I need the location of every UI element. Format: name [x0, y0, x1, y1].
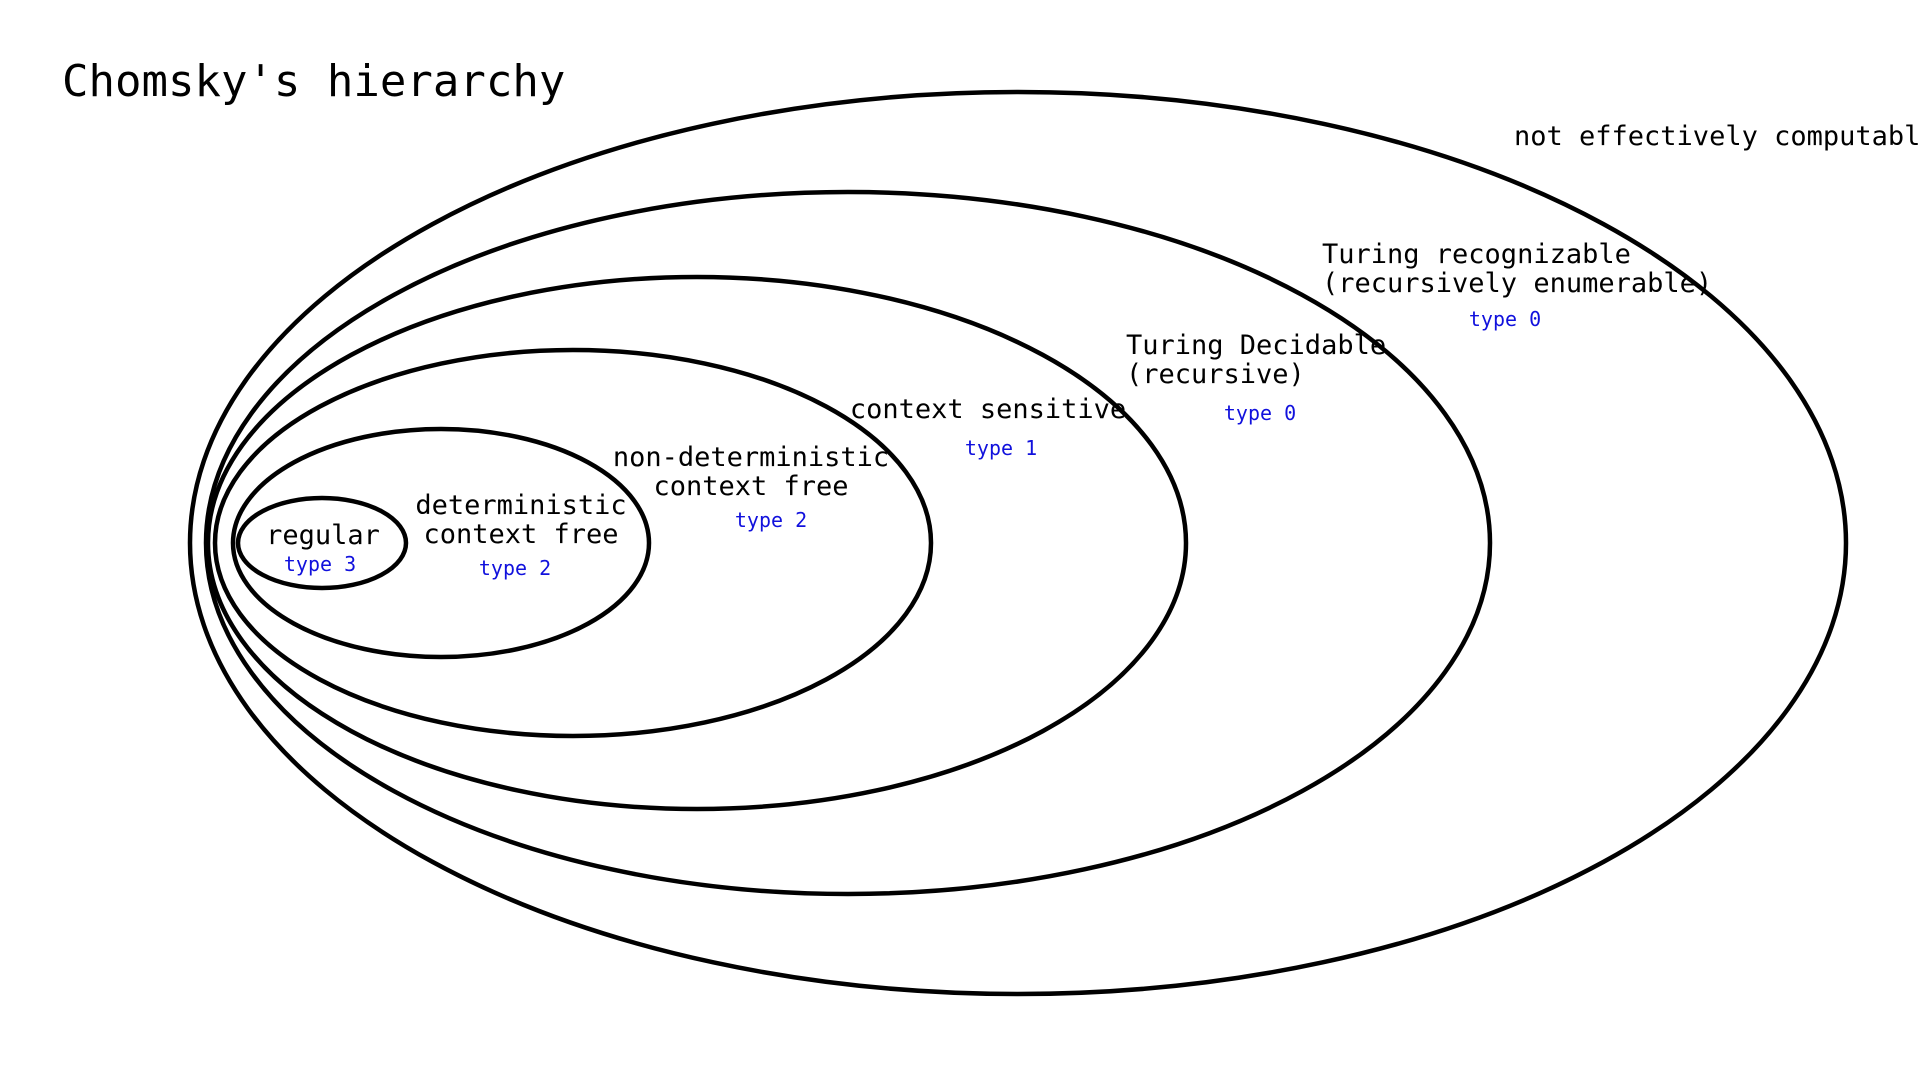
ring-regular [235, 495, 409, 591]
class-type-context-sensitive: type 1 [965, 436, 1037, 460]
class-name-deterministic-cf-line2: context free [423, 519, 618, 550]
class-name-turing-recognizable-line1: Turing recognizable [1322, 239, 1631, 270]
class-name-regular: regular [266, 520, 380, 551]
class-name-context-sensitive: context sensitive [850, 394, 1126, 425]
diagram-title: Chomsky's hierarchy [62, 56, 565, 107]
ring-nondeterministic-context-free [230, 426, 652, 660]
ring-turing-recognizable [203, 189, 1493, 897]
class-type-turing-decidable: type 0 [1224, 401, 1296, 425]
class-name-not-effectively-computable: not effectively computable [1514, 121, 1920, 152]
class-name-nondeterministic-cf-line2: context free [653, 471, 848, 502]
ring-context-sensitive [212, 347, 934, 739]
class-name-deterministic-cf-line1: deterministic [415, 490, 626, 521]
class-type-turing-recognizable: type 0 [1469, 307, 1541, 331]
class-type-deterministic-cf: type 2 [479, 556, 551, 580]
ring-not-effectively-computable [187, 89, 1849, 997]
class-name-turing-decidable-line1: Turing Decidable [1126, 330, 1386, 361]
class-name-turing-decidable-line2: (recursive) [1126, 359, 1305, 390]
class-name-turing-recognizable-line2: (recursively enumerable) [1322, 268, 1712, 299]
class-name-nondeterministic-cf-line1: non-deterministic [613, 442, 889, 473]
class-type-regular: type 3 [284, 552, 356, 576]
class-type-nondeterministic-cf: type 2 [735, 508, 807, 532]
ring-turing-decidable [205, 274, 1189, 812]
